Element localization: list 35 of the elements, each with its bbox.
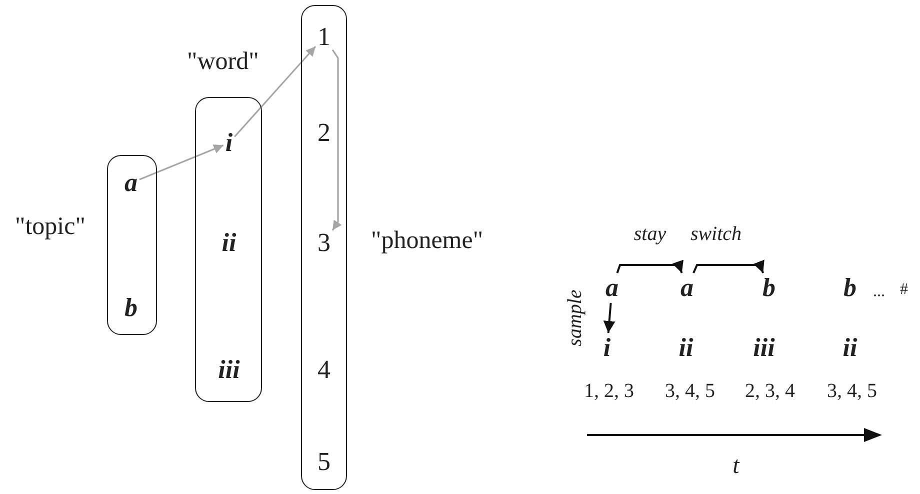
symbol-label: ii (222, 230, 236, 256)
number-label: 3 (318, 230, 330, 256)
column-heading: "phoneme" (371, 227, 484, 255)
symbol-label: a (680, 275, 694, 301)
column-heading: "word" (187, 48, 259, 76)
arrow (616, 260, 684, 274)
symbol-label: iii (218, 357, 240, 383)
number-label: 4 (318, 357, 330, 383)
phoneme-sequence: 3, 4, 5 (665, 381, 715, 401)
end-symbol: # (900, 282, 908, 298)
symbol-label: a (606, 275, 618, 301)
arrow (139, 144, 224, 180)
symbol-label: ii (678, 335, 694, 361)
symbol-label: i (603, 335, 611, 361)
symbol-label: b (844, 275, 856, 301)
symbol-label: a (124, 170, 138, 196)
number-label: 1 (318, 24, 330, 50)
symbol-label: b (762, 275, 776, 301)
symbol-label: iii (753, 335, 775, 361)
axis-label: t (732, 454, 740, 478)
arrow (332, 49, 342, 231)
arrow (692, 260, 764, 274)
phoneme-sequence: 3, 4, 5 (827, 381, 877, 401)
symbol-label: ii (842, 335, 858, 361)
symbol-label: b (124, 295, 138, 321)
number-label: 2 (318, 120, 330, 146)
arrow (603, 302, 616, 334)
number-label: 5 (318, 449, 330, 475)
ellipsis-text: ... (873, 284, 885, 300)
arrow (234, 46, 316, 138)
phoneme-sequence: 1, 2, 3 (584, 381, 634, 401)
column-heading: "topic" (15, 213, 86, 241)
symbol-label: i (225, 130, 233, 156)
edge-label: sample (564, 290, 586, 346)
phoneme-sequence: 2, 3, 4 (745, 381, 795, 401)
